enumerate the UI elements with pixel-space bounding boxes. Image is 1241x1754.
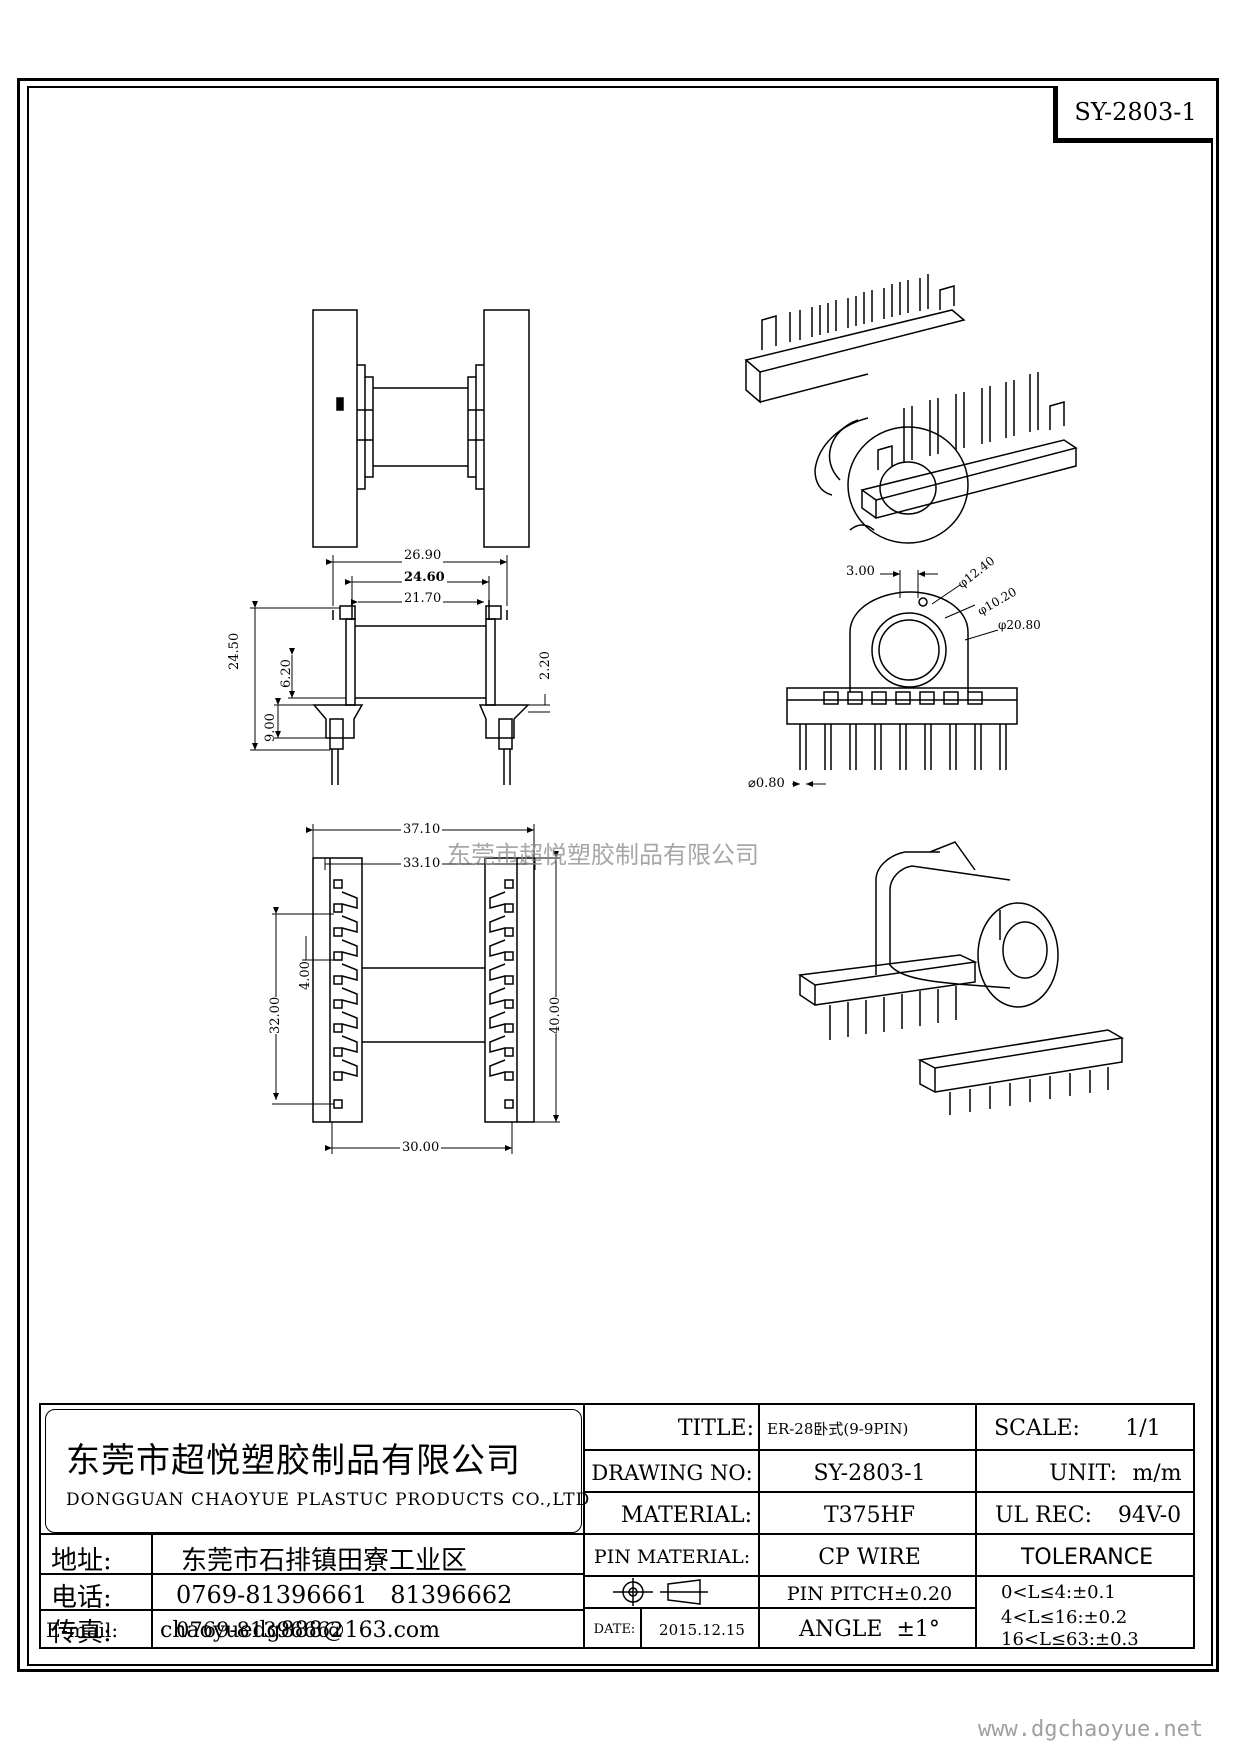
dim-text: 37.10	[401, 822, 443, 837]
dim-text: 30.00	[400, 1140, 442, 1155]
address-value: 东莞市石排镇田寮工业区	[181, 1545, 468, 1576]
dim-text: 24.50	[227, 632, 242, 670]
material-label: MATERIAL:	[620, 1502, 752, 1528]
tolerance-label: TOLERANCE	[1020, 1544, 1154, 1570]
isometric-view-bottom	[797, 841, 1125, 1115]
watermark: 东莞市超悦塑胶制品有限公司	[447, 841, 759, 869]
ul-rec-value: 94V-0	[1117, 1502, 1182, 1528]
dim-text: ⌀0.80	[748, 776, 785, 791]
website-watermark: www.dgchaoyue.net	[978, 1717, 1204, 1742]
phone-label: 电话:	[51, 1582, 112, 1613]
drawing-outer-border	[17, 78, 1219, 1672]
dim-text: 2.20	[538, 651, 553, 680]
tolerance-2: 4<L≤16:±0.2	[1001, 1606, 1128, 1628]
dim-text: 21.70	[402, 591, 444, 606]
unit-label: UNIT:	[1049, 1460, 1117, 1486]
pin-material-value: CP WIRE	[818, 1544, 921, 1570]
pin-pitch: PIN PITCH±0.20	[786, 1583, 953, 1605]
company-name-cn: 东莞市超悦塑胶制品有限公司	[66, 1440, 521, 1481]
dim-text: 33.10	[401, 856, 443, 871]
address-label: 地址:	[51, 1545, 112, 1576]
title-block: 东莞市超悦塑胶制品有限公司 DONGGUAN CHAOYUE PLASTUC P…	[39, 1403, 1195, 1650]
fax-label: 传真:	[51, 1617, 112, 1648]
company-box: 东莞市超悦塑胶制品有限公司 DONGGUAN CHAOYUE PLASTUC P…	[45, 1409, 589, 1533]
title-block-lines	[39, 1403, 1195, 1649]
scale-label: SCALE:	[994, 1416, 1080, 1441]
top-view	[312, 309, 530, 548]
unit-value: m/m	[1132, 1460, 1182, 1486]
fax-value: 0769-81396662	[176, 1618, 344, 1642]
dim-text: φ20.80	[998, 618, 1041, 632]
projection-symbol-icon	[613, 1578, 708, 1606]
title-label: TITLE:	[677, 1416, 754, 1441]
title-value: ER-28卧式(9-9PIN)	[767, 1420, 909, 1438]
dim-text: 40.00	[548, 996, 563, 1034]
date-value: 2015.12.15	[659, 1620, 745, 1639]
phone-value: 0769-81396661 81396662	[176, 1581, 513, 1609]
dim-text: 3.00	[846, 564, 875, 579]
end-view	[786, 570, 1018, 787]
drawing-no-value: SY-2803-1	[813, 1460, 926, 1486]
dim-text: 32.00	[268, 996, 283, 1034]
drawing-no-label: DRAWING NO:	[591, 1461, 753, 1485]
material-value: T375HF	[823, 1502, 916, 1528]
tolerance-1: 0<L≤4:±0.1	[1001, 1581, 1116, 1603]
dim-text: 24.60	[402, 570, 447, 585]
isometric-view-top	[744, 274, 1078, 544]
drawing-inner-border	[27, 86, 1213, 1666]
angle-value: ANGLE ±1°	[799, 1617, 940, 1642]
dim-text: 6.20	[279, 659, 294, 688]
ul-rec-label: UL REC:	[994, 1502, 1092, 1528]
dim-text: 26.90	[402, 548, 444, 563]
email-label: E-mail:	[46, 1618, 119, 1642]
scale-value: 1/1	[1125, 1416, 1161, 1441]
bottom-view	[272, 824, 560, 1154]
pin-material-label: PIN MATERIAL:	[593, 1546, 751, 1568]
date-label: DATE:	[593, 1622, 636, 1637]
dim-text: 4.00	[298, 961, 313, 990]
dim-text: 9.00	[263, 713, 278, 742]
tolerance-3: 16<L≤63:±0.3	[1001, 1628, 1139, 1650]
email-value: chaoyuedg888@163.com	[160, 1617, 441, 1643]
company-name-en: DONGGUAN CHAOYUE PLASTUC PRODUCTS CO.,LT…	[66, 1489, 591, 1510]
drawing-number-box: SY-2803-1	[1053, 86, 1213, 143]
side-view	[250, 555, 550, 785]
